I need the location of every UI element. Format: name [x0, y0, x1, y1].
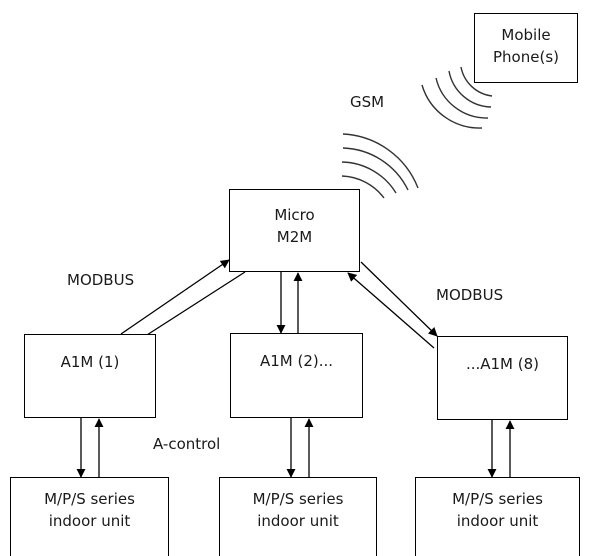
modbus-left-down-arrow: [135, 271, 246, 343]
indoor-unit-box-2: M/P/S series indoor unit: [219, 477, 377, 556]
indoor-unit-box-1: M/P/S series indoor unit: [10, 477, 169, 556]
indoor-unit-line1: M/P/S series: [44, 490, 135, 508]
indoor-unit-line1: M/P/S series: [252, 490, 344, 508]
indoor-unit-line2: indoor unit: [257, 512, 339, 530]
micro-m2m-line1: Micro: [274, 206, 315, 224]
micro-m2m-box: Micro M2M: [229, 189, 360, 272]
mobile-phone-box: Mobile Phone(s): [474, 13, 578, 83]
mobile-phone-line2: Phone(s): [493, 48, 559, 66]
modbus-right-label: MODBUS: [436, 286, 504, 304]
indoor-unit-line2: indoor unit: [48, 512, 131, 530]
m2m-wave-icon: [341, 133, 419, 199]
modbus-left-up-arrow: [120, 259, 230, 335]
modbus-right-up-arrow: [347, 272, 435, 349]
modbus-left-label: MODBUS: [67, 271, 135, 289]
a1m-label-1: A1M (1): [60, 353, 120, 371]
indoor-unit-box-3: M/P/S series indoor unit: [415, 477, 580, 556]
a1m-box-2: A1M (2)...: [230, 333, 363, 418]
indoor-unit-line1: M/P/S series: [452, 490, 543, 508]
modbus-right-down-arrow: [360, 261, 438, 337]
phone-wave-icon: [421, 66, 493, 129]
indoor-unit-line2: indoor unit: [456, 512, 539, 530]
micro-m2m-line2: M2M: [276, 228, 313, 246]
a1m-label-8: ...A1M (8): [465, 355, 540, 373]
gsm-label: GSM: [350, 93, 385, 111]
mobile-phone-line1: Mobile: [501, 26, 551, 44]
a1m-label-2: A1M (2)...: [259, 352, 334, 370]
a1m-box-8: ...A1M (8): [437, 336, 568, 420]
a1m-box-1: A1M (1): [24, 334, 156, 418]
a-control-label: A-control: [153, 435, 221, 453]
